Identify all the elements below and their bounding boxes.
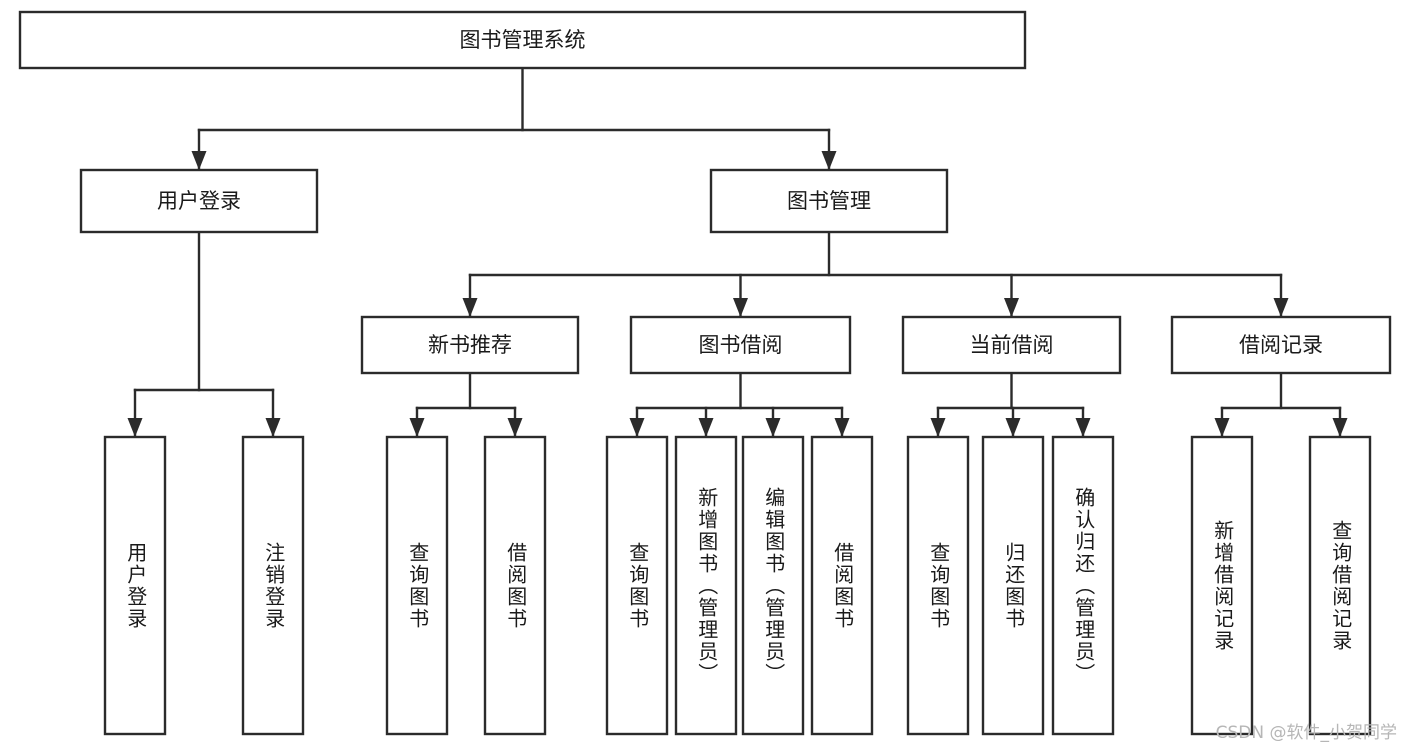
arrow-head-icon <box>127 418 143 437</box>
node-box-bookmgmt[interactable] <box>709 168 949 234</box>
node-box-leaf-cur-2[interactable] <box>981 435 1045 736</box>
node-label-login: 用户登录 <box>157 189 241 213</box>
arrow-head-icon <box>1075 418 1091 437</box>
arrow-head-icon <box>265 418 281 437</box>
node-box-leaf-cur-1[interactable] <box>906 435 970 736</box>
arrow-head-icon <box>629 418 645 437</box>
node-label-borrow: 图书借阅 <box>699 333 783 357</box>
arrow-head-icon <box>409 418 425 437</box>
node-box-borrow[interactable] <box>629 315 852 375</box>
arrow-head-icon <box>821 151 837 170</box>
node-box-leaf-login-2[interactable] <box>241 435 305 736</box>
node-box-leaf-cur-3[interactable] <box>1051 435 1115 736</box>
arrow-head-icon <box>1273 298 1289 317</box>
node-box-layer <box>18 10 1392 736</box>
node-label-newbook: 新书推荐 <box>428 333 512 357</box>
node-box-leaf-rec-1[interactable] <box>1190 435 1254 736</box>
arrow-head-icon <box>462 298 478 317</box>
node-box-leaf-bor-3[interactable] <box>741 435 805 736</box>
node-box-leaf-bor-1[interactable] <box>605 435 669 736</box>
node-label-bookmgmt: 图书管理 <box>787 189 871 213</box>
node-box-leaf-new-1[interactable] <box>385 435 449 736</box>
node-box-login[interactable] <box>79 168 319 234</box>
arrow-head-icon <box>930 418 946 437</box>
node-box-newbook[interactable] <box>360 315 580 375</box>
connector-layer <box>127 66 1348 439</box>
node-label-root: 图书管理系统 <box>460 28 586 52</box>
arrow-head-icon <box>698 418 714 437</box>
node-label-records: 借阅记录 <box>1239 333 1323 357</box>
arrow-head-icon <box>1005 418 1021 437</box>
node-box-leaf-new-2[interactable] <box>483 435 547 736</box>
csdn-watermark: CSDN @软件_小贺同学 <box>1215 723 1397 743</box>
node-label-current: 当前借阅 <box>970 333 1054 357</box>
arrow-head-icon <box>191 151 207 170</box>
node-box-current[interactable] <box>901 315 1122 375</box>
node-box-leaf-bor-2[interactable] <box>674 435 738 736</box>
arrow-head-icon <box>1214 418 1230 437</box>
arrow-head-icon <box>834 418 850 437</box>
node-box-root[interactable] <box>18 10 1027 70</box>
arrow-head-icon <box>1332 418 1348 437</box>
node-box-leaf-bor-4[interactable] <box>810 435 874 736</box>
arrow-head-icon <box>507 418 523 437</box>
node-box-leaf-login-1[interactable] <box>103 435 167 736</box>
arrow-head-icon <box>1004 298 1019 317</box>
arrow-head-icon <box>765 418 781 437</box>
node-box-records[interactable] <box>1170 315 1392 375</box>
arrow-head-icon <box>733 298 748 317</box>
node-box-leaf-rec-2[interactable] <box>1308 435 1372 736</box>
